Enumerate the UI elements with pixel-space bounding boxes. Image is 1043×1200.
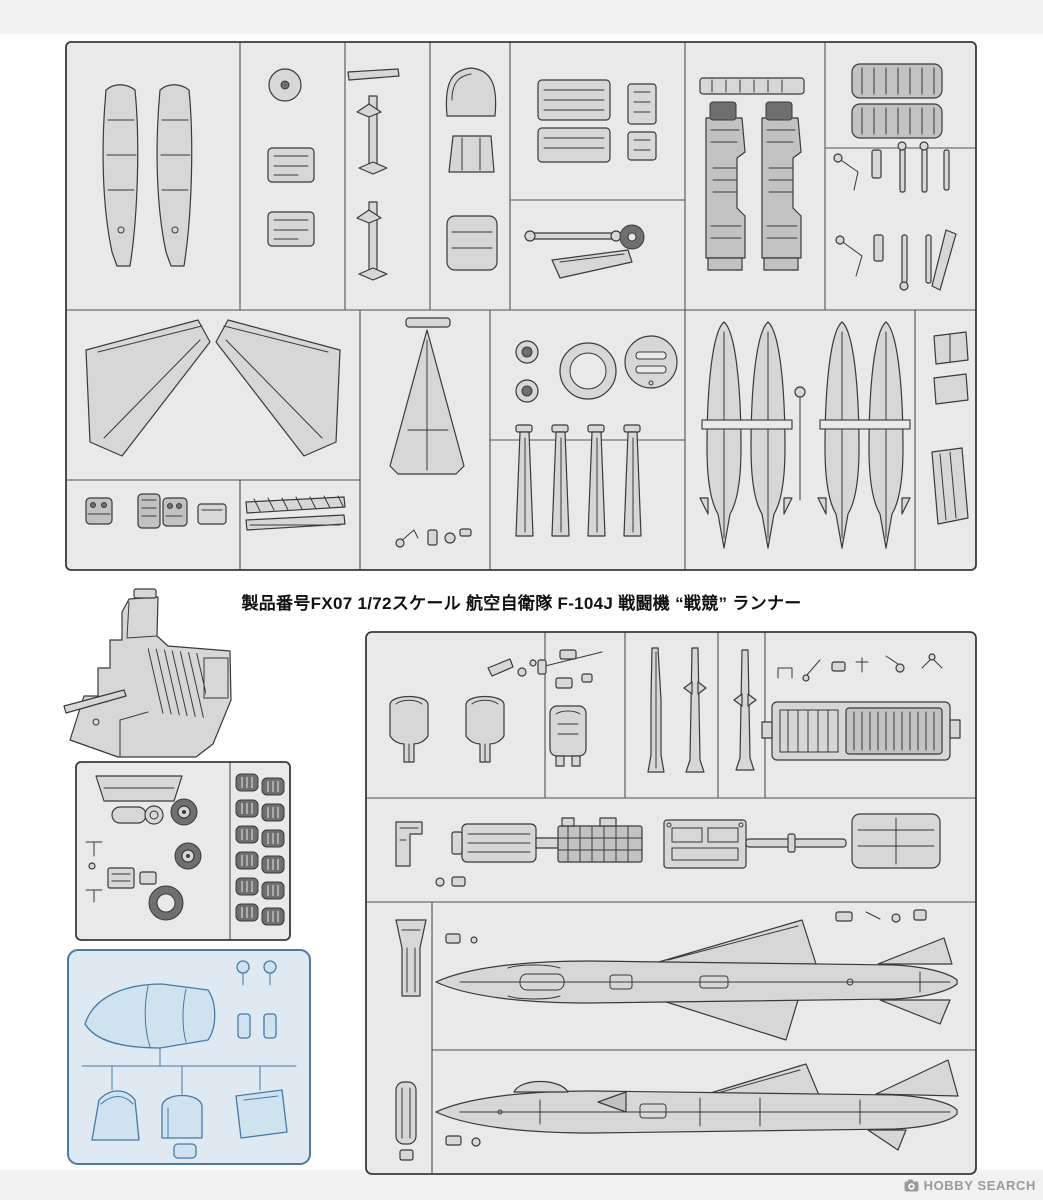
camera-icon xyxy=(904,1179,919,1192)
runner-a xyxy=(65,41,977,571)
part-clear-bit xyxy=(173,1143,197,1159)
part-windshield xyxy=(91,1090,140,1141)
part-small-boxes xyxy=(107,867,157,889)
part-gear-bays xyxy=(267,147,315,247)
part-small-gear-bits xyxy=(395,528,472,548)
part-intake-cowls xyxy=(445,67,498,271)
part-walkway-strips xyxy=(245,495,346,531)
part-wing-right xyxy=(215,319,341,457)
part-fuselage-half-top xyxy=(395,909,958,1041)
top-edge-band xyxy=(0,0,1043,34)
part-antenna-bits xyxy=(85,841,103,903)
runner-d xyxy=(365,631,977,1175)
part-cockpit-console xyxy=(761,701,961,761)
caption-text: 製品番号FX07 1/72スケール 航空自衛隊 F-104J 戦闘機 “戦競” … xyxy=(241,594,802,613)
part-equipment-boxes xyxy=(537,79,657,163)
part-thin-bar xyxy=(347,68,400,81)
part-drop-tanks xyxy=(699,321,911,549)
bottom-edge-band xyxy=(0,1170,1043,1200)
part-ejection-seats xyxy=(699,77,805,271)
watermark-label: HOBBY SEARCH xyxy=(923,1178,1036,1193)
part-small-trapezoids xyxy=(931,331,969,525)
part-disc-hub xyxy=(280,80,290,90)
part-engine-gun-assembly xyxy=(395,813,941,887)
part-tiny-fittings xyxy=(777,653,943,682)
part-pitot-and-struts xyxy=(487,649,603,689)
part-wheels-and-rings xyxy=(515,335,678,403)
part-cockpit-details xyxy=(85,493,227,529)
part-flat-panel-clear xyxy=(235,1089,288,1139)
watermark: HOBBY SEARCH xyxy=(904,1178,1036,1193)
part-ring xyxy=(148,885,184,921)
runner-b xyxy=(75,761,291,941)
part-nose-cone-clear xyxy=(84,983,216,1049)
part-wing-left xyxy=(85,319,211,457)
runner-c-clear xyxy=(67,949,311,1165)
part-slender-stores xyxy=(647,647,757,773)
part-clear-small-bits xyxy=(236,960,277,1039)
part-tail-fin xyxy=(389,317,465,475)
part-intake-halves xyxy=(389,695,587,767)
part-rod-and-wheel xyxy=(524,224,645,279)
part-cylinder xyxy=(111,805,164,825)
part-gear-struts xyxy=(833,141,957,291)
part-forward-fuselage-section xyxy=(63,588,232,758)
part-canopy xyxy=(161,1094,203,1139)
part-fuselage-half-side xyxy=(395,1059,959,1161)
